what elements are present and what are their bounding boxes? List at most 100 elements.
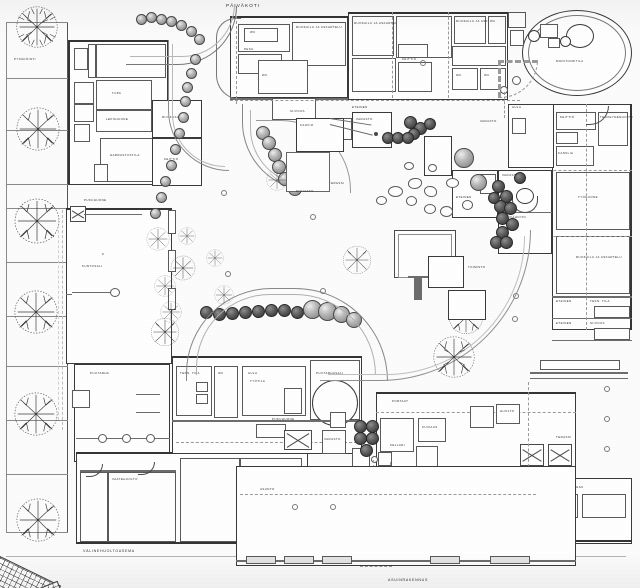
label-wc-5: WC [490, 19, 496, 23]
wall-segment [246, 556, 276, 564]
node-icon [310, 214, 316, 220]
shrub-icon [488, 192, 500, 204]
label-kuntosali: KUNTOSALI [82, 264, 103, 268]
shrub-icon [190, 54, 201, 65]
node-icon [330, 504, 336, 510]
tree-icon [10, 288, 62, 336]
room-wc [74, 104, 94, 122]
parking-divider [6, 262, 68, 263]
parking-divider [6, 316, 68, 317]
tree-icon [12, 496, 64, 544]
label-eteinen-left: ETEINEN [352, 105, 368, 109]
label-kahvio: KAHVIO [300, 123, 314, 127]
room-box [510, 30, 524, 46]
tree-icon [10, 390, 62, 438]
site-path [504, 92, 505, 118]
node-icon [122, 434, 131, 443]
wall-segment [284, 556, 314, 564]
room-tyo-ja-leikki [556, 172, 630, 230]
label-valinehuoltoasema-room: VAATEHUOLTO [112, 477, 138, 481]
wall [172, 420, 362, 422]
parking-divider [6, 474, 68, 475]
room-box [470, 406, 494, 428]
label-pysakointi: PYSÄKÖINTI [14, 57, 36, 61]
room-ruokailu-askartelu-4 [556, 236, 630, 294]
wall [630, 104, 632, 330]
label-tyotila: TYÖTILA [250, 379, 266, 383]
site-path [360, 566, 392, 567]
wall [136, 412, 160, 414]
label-varasto-4: VARASTO [324, 437, 341, 441]
node-icon [604, 386, 610, 392]
garden-stone [388, 186, 403, 197]
node-icon [371, 456, 378, 463]
wall [552, 340, 632, 342]
room-box [488, 16, 506, 44]
wall [80, 470, 176, 472]
grid-line [508, 170, 632, 171]
label-varasto-3: VARASTO [356, 117, 373, 121]
shaft-icon [520, 444, 544, 466]
room-box [196, 394, 208, 404]
wall [376, 392, 576, 394]
tree-icon [176, 226, 198, 246]
wall [76, 542, 308, 544]
shrub-icon [182, 82, 193, 93]
shrub-icon [514, 172, 526, 184]
room-box [244, 28, 278, 42]
room-pool-bay [180, 458, 240, 542]
wall [68, 40, 168, 42]
shrub-icon [492, 180, 505, 193]
shrub-icon [402, 132, 414, 144]
label-kerhohuone: TUPA [112, 91, 122, 95]
shrub-icon [174, 128, 185, 139]
fixture-icon [110, 288, 120, 297]
label-puutarha: PUUTARHA [90, 371, 110, 375]
parking-divider [6, 130, 68, 131]
room-box [512, 118, 526, 134]
node-icon [225, 271, 231, 277]
shrub-icon [170, 144, 181, 155]
room-box [94, 164, 108, 182]
tree-icon [168, 254, 198, 282]
shrub-icon [166, 160, 177, 171]
shrub-icon [366, 432, 379, 445]
room-box [352, 58, 396, 92]
shrub-icon [150, 208, 161, 219]
shrub-icon [178, 112, 189, 123]
node-icon [98, 434, 107, 443]
tree-icon [152, 274, 178, 298]
label-aula-2: AULA [512, 105, 522, 109]
shrub-icon [180, 96, 191, 107]
shrub-icon [156, 192, 167, 203]
furniture [560, 36, 571, 47]
room-lepohuone [96, 110, 152, 132]
room-box [284, 388, 302, 414]
shrub-icon [160, 176, 171, 187]
wall [68, 40, 70, 185]
wall [136, 394, 160, 396]
node-icon [374, 132, 378, 136]
node-icon [146, 434, 155, 443]
label-jatehuolto: KUIVAUS [422, 425, 438, 429]
label-ruokailu-askartelu-4: RUOKAILU JA ASKARTELU [576, 255, 623, 259]
site-path [62, 210, 63, 430]
label-tyohuone: TYÖHUONE [578, 195, 598, 199]
shrub-icon [176, 20, 187, 31]
label-keittio-2: KEITTIÖ [402, 57, 417, 61]
shrub-icon [454, 148, 474, 168]
shrub-icon [504, 202, 517, 215]
furniture [548, 38, 560, 48]
room-box [418, 418, 446, 442]
grid-line [240, 494, 536, 495]
label-wc-3: WC [262, 73, 268, 77]
label-pukuhuone-lower: PUKUHUONE [272, 417, 295, 421]
shrub-icon [360, 444, 373, 457]
label-portaat: PORTAAT [392, 399, 409, 403]
room-ruokailu-askartelu-2 [352, 16, 394, 56]
garden-stone [424, 186, 437, 197]
tree-icon [144, 226, 172, 252]
wall [66, 208, 172, 210]
wall [530, 378, 628, 380]
room-wc [74, 82, 94, 104]
